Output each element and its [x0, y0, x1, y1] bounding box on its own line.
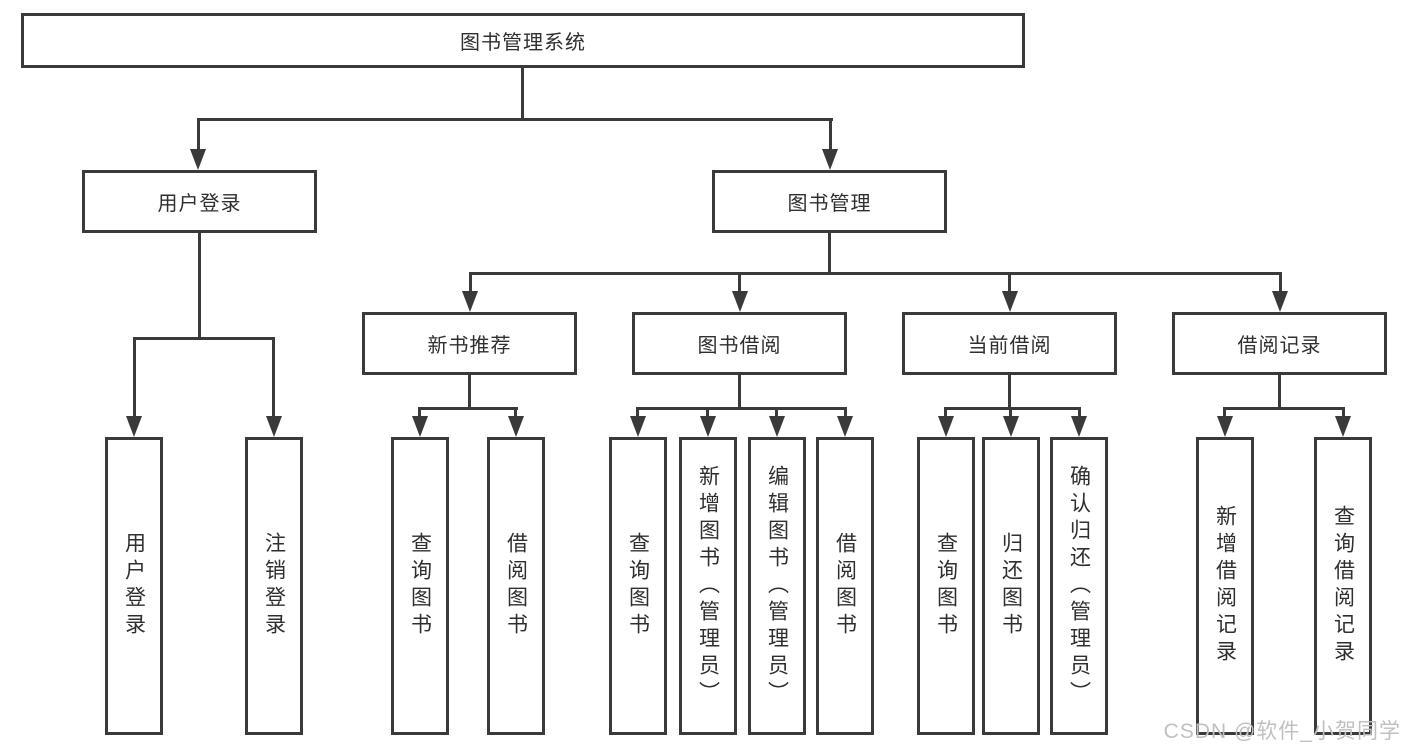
leaf-recommend-query-books: 查询图书: [391, 437, 449, 735]
connector-line: [775, 407, 778, 419]
node-borrow-record-label: 借阅记录: [1237, 335, 1322, 357]
leaf-borrow-query-books: 查询图书: [609, 437, 667, 735]
connector-line: [1009, 407, 1012, 419]
leaf-user-login-label: 用户登录: [122, 532, 146, 640]
arrow-down-icon: [700, 416, 716, 437]
arrow-down-icon: [1217, 416, 1233, 437]
node-root: 图书管理系统: [21, 13, 1025, 68]
arrow-down-icon: [1002, 291, 1018, 312]
connector-line: [1008, 375, 1011, 410]
connector-line: [468, 375, 471, 410]
connector-line: [1078, 407, 1081, 419]
connector-line: [1278, 375, 1281, 410]
leaf-recommend-borrow-books: 借阅图书: [487, 437, 545, 735]
arrow-down-icon: [462, 291, 478, 312]
node-new-book-recommend-label: 新书推荐: [427, 335, 512, 357]
node-user-login: 用户登录: [82, 170, 317, 233]
leaf-add-borrow-record: 新增借阅记录: [1196, 437, 1254, 735]
connector-line: [738, 272, 741, 294]
leaf-query-borrow-record: 查询借阅记录: [1314, 437, 1372, 735]
node-new-book-recommend: 新书推荐: [362, 312, 577, 375]
connector-line: [197, 118, 833, 121]
csdn-watermark: CSDN @软件_小贺同学: [1163, 720, 1401, 743]
arrow-down-icon: [266, 416, 282, 437]
connector-line: [636, 407, 847, 410]
arrow-down-icon: [126, 416, 142, 437]
arrow-down-icon: [190, 149, 206, 170]
node-book-management: 图书管理: [712, 170, 947, 233]
leaf-confirm-return-admin-label: 确认归还（管理员）: [1067, 464, 1091, 708]
connector-line: [198, 233, 201, 340]
arrow-down-icon: [732, 291, 748, 312]
leaf-edit-books-admin: 编辑图书（管理员）: [748, 437, 806, 735]
leaf-current-query-books-label: 查询图书: [934, 532, 958, 640]
arrow-down-icon: [938, 416, 954, 437]
connector-line: [636, 407, 639, 419]
arrow-down-icon: [769, 416, 785, 437]
arrow-down-icon: [822, 149, 838, 170]
node-book-management-label: 图书管理: [787, 193, 872, 215]
arrow-down-icon: [1003, 416, 1019, 437]
connector-line: [133, 337, 136, 419]
connector-line: [706, 407, 709, 419]
connector-line: [944, 407, 1081, 410]
connector-line: [844, 407, 847, 419]
leaf-confirm-return-admin: 确认归还（管理员）: [1050, 437, 1108, 735]
arrow-down-icon: [630, 416, 646, 437]
connector-line: [738, 375, 741, 410]
connector-line: [418, 407, 421, 419]
leaf-borrow-books: 借阅图书: [816, 437, 874, 735]
leaf-return-books-label: 归还图书: [999, 532, 1023, 640]
node-current-borrow-label: 当前借阅: [967, 335, 1052, 357]
node-book-borrow-label: 图书借阅: [697, 335, 782, 357]
arrow-down-icon: [412, 416, 428, 437]
connector-line: [1008, 272, 1011, 294]
arrow-down-icon: [1335, 416, 1351, 437]
leaf-recommend-query-books-label: 查询图书: [408, 532, 432, 640]
leaf-logout-label: 注销登录: [262, 532, 286, 640]
leaf-user-login: 用户登录: [105, 437, 163, 735]
leaf-borrow-query-books-label: 查询图书: [626, 532, 650, 640]
leaf-add-borrow-record-label: 新增借阅记录: [1213, 505, 1237, 667]
node-current-borrow: 当前借阅: [902, 312, 1117, 375]
connector-line: [828, 233, 831, 275]
connector-line: [469, 272, 1282, 275]
leaf-edit-books-admin-label: 编辑图书（管理员）: [765, 464, 789, 708]
leaf-borrow-books-label: 借阅图书: [833, 532, 857, 640]
connector-line: [1279, 272, 1282, 294]
connector-line: [514, 407, 517, 419]
leaf-add-books-admin-label: 新增图书（管理员）: [696, 464, 720, 708]
leaf-query-borrow-record-label: 查询借阅记录: [1331, 505, 1355, 667]
leaf-return-books: 归还图书: [982, 437, 1040, 735]
node-borrow-record: 借阅记录: [1172, 312, 1387, 375]
connector-line: [521, 68, 524, 121]
arrow-down-icon: [508, 416, 524, 437]
node-user-login-label: 用户登录: [157, 193, 242, 215]
arrow-down-icon: [1071, 416, 1087, 437]
leaf-logout: 注销登录: [245, 437, 303, 735]
leaf-add-books-admin: 新增图书（管理员）: [679, 437, 737, 735]
connector-line: [1342, 407, 1345, 419]
connector-line: [133, 337, 275, 340]
node-root-label: 图书管理系统: [460, 32, 586, 54]
arrow-down-icon: [837, 416, 853, 437]
leaf-current-query-books: 查询图书: [917, 437, 975, 735]
node-book-borrow: 图书借阅: [632, 312, 847, 375]
arrow-down-icon: [1272, 291, 1288, 312]
connector-line: [944, 407, 947, 419]
connector-line: [272, 337, 275, 419]
connector-line: [197, 118, 200, 152]
connector-line: [829, 118, 832, 152]
connector-line: [418, 407, 518, 410]
connector-line: [1223, 407, 1226, 419]
connector-line: [469, 272, 472, 294]
leaf-recommend-borrow-books-label: 借阅图书: [504, 532, 528, 640]
connector-line: [1223, 407, 1345, 410]
